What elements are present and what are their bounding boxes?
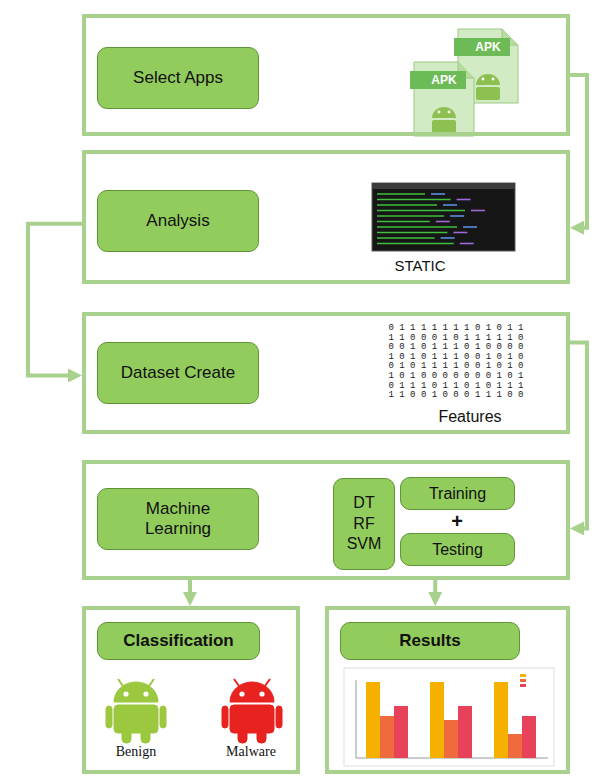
process-box: Testing	[400, 533, 515, 566]
output-panel: Results	[325, 606, 570, 774]
box-label: Results	[399, 631, 460, 651]
binary-feature-row: 0 1 1 1 1 1 1 1 0 1 0 1 1	[386, 324, 526, 333]
terminal-line	[377, 193, 425, 195]
box-label: Dataset Create	[121, 363, 235, 383]
plus-sign: +	[448, 509, 466, 533]
benign-android	[106, 679, 166, 743]
box-label: Machine Learning	[128, 499, 228, 540]
binary-feature-row: 1 1 0 0 0 1 0 1 1 1 1 1 0	[386, 334, 526, 343]
process-box: Select Apps	[97, 47, 259, 109]
terminal-line	[377, 243, 454, 245]
apk-icon	[410, 62, 474, 136]
box-label: Training	[429, 484, 486, 503]
box-label: Testing	[432, 540, 483, 559]
malware-android	[222, 679, 282, 743]
terminal-line	[377, 204, 437, 206]
box-label: DT RF SVM	[347, 493, 382, 555]
box-label: Select Apps	[133, 68, 223, 88]
terminal-line	[377, 221, 430, 223]
terminal-screenshot	[372, 183, 515, 251]
terminal-line	[453, 232, 467, 234]
caption-text: Benign	[101, 744, 171, 761]
terminal-line	[431, 193, 445, 195]
process-box: Machine Learning	[97, 488, 259, 550]
process-box: Dataset Create	[97, 342, 259, 404]
binary-feature-row: 0 0 1 0 1 1 1 0 1 0 0 0 0	[386, 343, 526, 352]
algorithm-box: DT RF SVM	[333, 478, 395, 570]
terminal-line	[377, 232, 447, 234]
box-label: Classification	[123, 631, 234, 651]
terminal-line	[443, 204, 457, 206]
terminal-line	[457, 199, 471, 201]
terminal-line	[377, 199, 451, 201]
binary-feature-row: 0 1 1 1 0 1 1 0 1 0 1 1 1	[386, 382, 526, 391]
process-box: Training	[400, 477, 515, 510]
terminal-line	[377, 215, 444, 217]
binary-feature-row: 0 1 0 1 1 1 1 0 0 1 0 1 0	[386, 362, 526, 371]
flow-arrow	[188, 580, 192, 592]
caption-text: Malware	[212, 744, 290, 761]
binary-feature-row: 1 0 1 0 1 1 1 0 0 1 0 1 0	[386, 353, 526, 362]
file-type-label: APK	[416, 73, 472, 87]
file-type-label: APK	[460, 40, 516, 54]
terminal-line	[377, 237, 435, 239]
terminal-line	[441, 237, 455, 239]
terminal-line	[436, 221, 450, 223]
flow-arrow	[28, 224, 82, 376]
flow-arrow	[433, 580, 437, 592]
box-label: Analysis	[146, 211, 209, 231]
terminal-line	[450, 215, 464, 217]
caption-text: STATIC	[380, 257, 460, 275]
binary-feature-row: 1 1 0 0 1 0 0 0 1 1 1 0 0	[386, 391, 526, 400]
output-panel: ClassificationBenign Malware	[82, 606, 300, 774]
step-panel: Machine Learning DT RF SVM TrainingTesting	[82, 460, 570, 580]
terminal-line	[471, 210, 485, 212]
step-panel: Select Apps	[82, 14, 570, 136]
terminal-line	[377, 226, 457, 228]
step-panel: AnalysisSTATIC	[82, 150, 570, 284]
bar-chart	[344, 668, 554, 766]
terminal-line	[377, 210, 465, 212]
header-box: Results	[340, 622, 520, 660]
caption-text: Features	[425, 407, 515, 426]
flow-arrow	[570, 343, 587, 529]
binary-feature-row: 1 0 1 0 0 0 0 0 0 0 1 0 1	[386, 372, 526, 381]
terminal-line	[463, 226, 477, 228]
flow-arrow	[570, 75, 587, 228]
process-box: Analysis	[97, 190, 259, 252]
header-box: Classification	[97, 622, 260, 660]
terminal-line	[460, 243, 474, 245]
